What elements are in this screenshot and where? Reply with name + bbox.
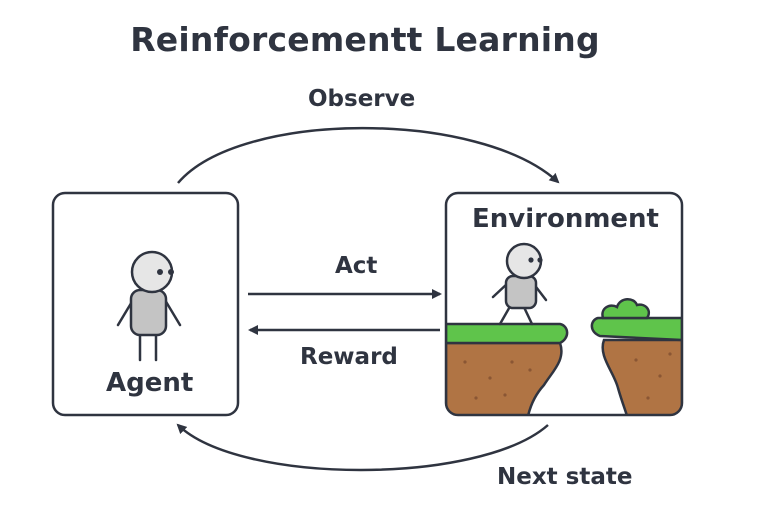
act-label: Act — [335, 253, 378, 279]
next-state-label: Next state — [497, 464, 633, 490]
next-state-arrow — [176, 423, 549, 472]
agent-figure-icon — [116, 250, 182, 362]
reward-label: Reward — [300, 344, 398, 370]
environment-box — [444, 191, 684, 417]
observe-arrow — [177, 126, 560, 184]
environment-scene — [446, 298, 682, 415]
walking-figure-icon — [491, 242, 548, 326]
agent-label: Agent — [106, 368, 194, 398]
diagram-title: Reinforcementt Learning — [130, 20, 600, 59]
environment-label: Environment — [472, 204, 659, 234]
observe-label: Observe — [308, 86, 416, 112]
